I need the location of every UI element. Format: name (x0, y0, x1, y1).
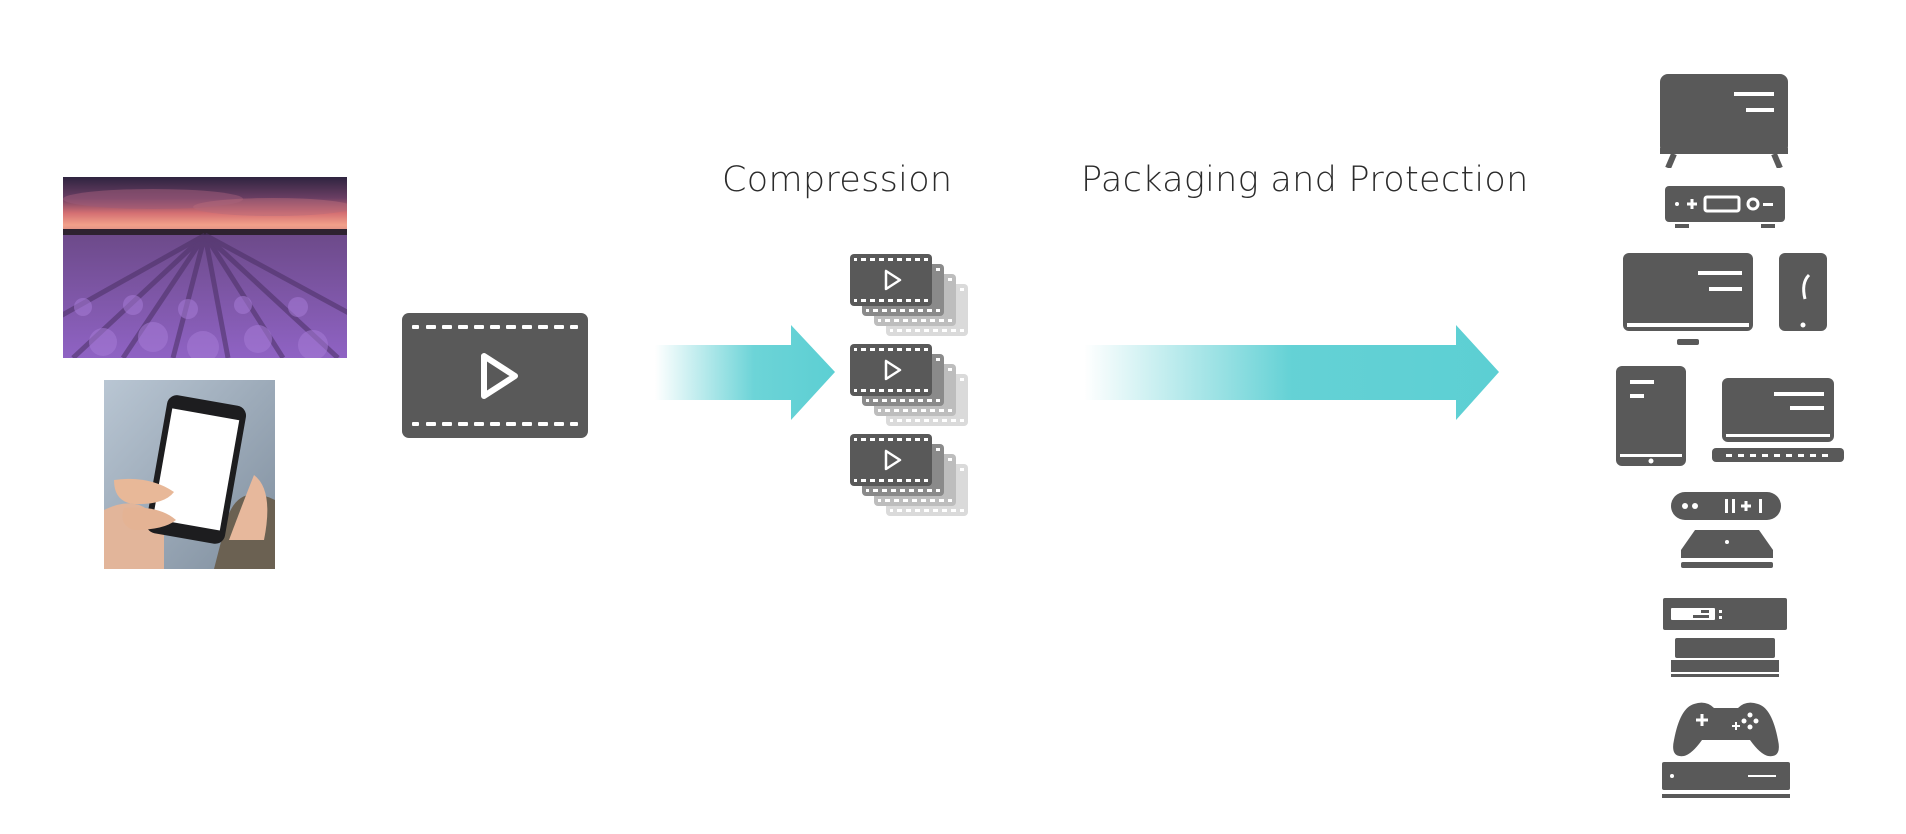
packaging-and-protection-label: Packaging and Protection (1081, 160, 1529, 200)
streaming-stick-icon (1671, 492, 1781, 520)
smart-tv-icon (1660, 74, 1788, 168)
arrow-right-icon (655, 325, 835, 420)
video-renditions-stack-icon (846, 252, 971, 522)
desktop-monitor-icon (1623, 253, 1753, 349)
game-console-icon (1662, 762, 1790, 804)
video-file-icon (402, 313, 588, 438)
set-top-box-icon (1665, 186, 1785, 228)
arrow-right-icon (1084, 325, 1499, 420)
compression-label: Compression (722, 160, 953, 200)
media-player-box-icon (1663, 598, 1787, 678)
lavender-field-photo (63, 177, 347, 358)
laptop-icon (1712, 378, 1844, 466)
tablet-icon (1616, 366, 1686, 466)
smartphone-icon (1779, 253, 1827, 331)
streaming-box-icon (1681, 530, 1773, 570)
smartphone-in-hands-photo (104, 380, 275, 569)
game-controller-icon (1672, 700, 1780, 758)
